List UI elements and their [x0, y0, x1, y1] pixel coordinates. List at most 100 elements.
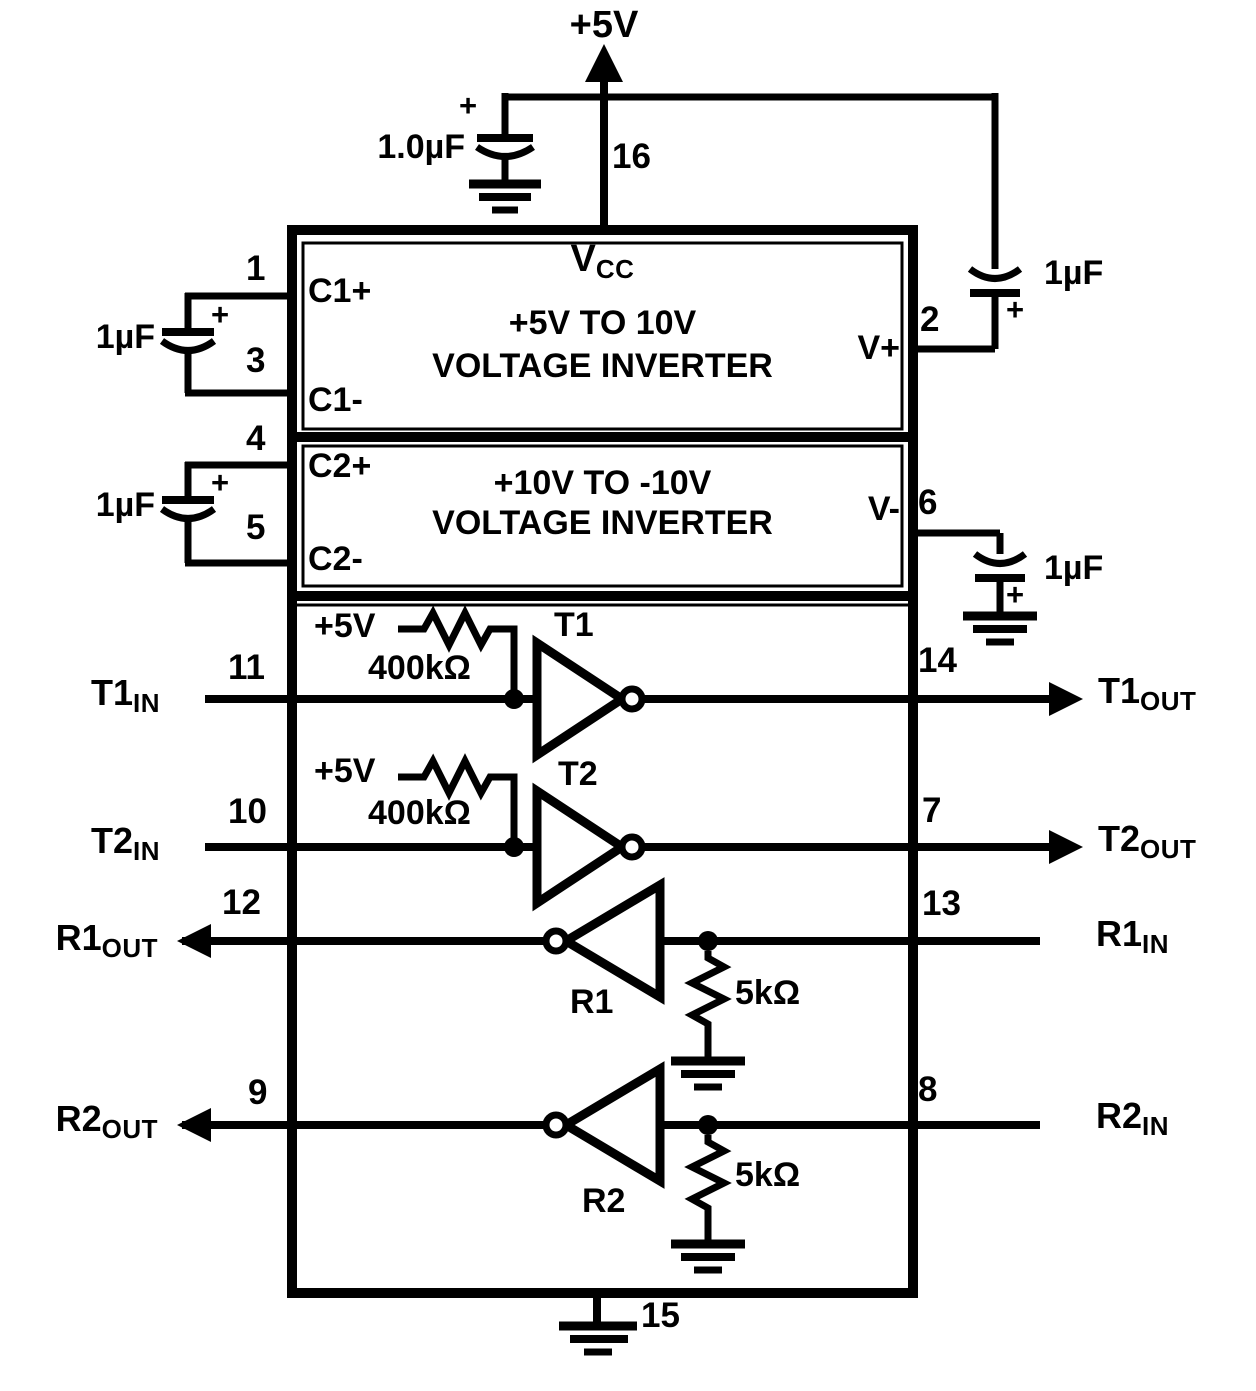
t2out-label: T2OUT — [1098, 820, 1196, 863]
r2-name: R2 — [582, 1182, 626, 1220]
t1in-sub: IN — [133, 688, 160, 718]
c2-capacitor — [159, 461, 292, 567]
r2-pulldown-resistor-icon — [684, 1135, 732, 1241]
supply-arrow-up-icon — [585, 44, 623, 82]
t1out-sub: OUT — [1140, 686, 1197, 716]
supply-rail-wires — [501, 44, 995, 232]
pin-16: 16 — [612, 137, 651, 176]
arrow-right-icon — [1049, 830, 1083, 864]
t2in-label: T2IN — [0, 822, 160, 865]
vplus-cap-polarity: + — [1006, 292, 1025, 327]
c1-cap-polarity: + — [211, 297, 230, 332]
r1out-sub: OUT — [101, 933, 158, 963]
r1-buffer-icon — [557, 877, 665, 1005]
pin-15: 15 — [641, 1296, 680, 1335]
vplus-capacitor — [913, 93, 1023, 353]
bypass-capacitor — [469, 134, 541, 214]
pin15-ground — [559, 1293, 637, 1356]
ic-pin-c1-plus: C1+ — [308, 272, 372, 310]
arrow-left-icon — [177, 1108, 211, 1142]
t2in-sub: IN — [133, 836, 160, 866]
supply-rail-label: +5V — [569, 4, 639, 46]
pin-7: 7 — [922, 791, 942, 830]
vcc-main: V — [570, 238, 596, 280]
inverter1-title-line1: +5V TO 10V — [508, 304, 697, 342]
ic-pin-c2-minus: C2- — [308, 540, 363, 578]
pin-10: 10 — [228, 792, 267, 831]
t1in-label: T1IN — [0, 674, 160, 717]
r1in-sub: IN — [1142, 929, 1170, 959]
pin-4: 4 — [246, 419, 266, 458]
t2-pullup-resistor-icon — [398, 753, 518, 847]
t2-pullup-rail-label: +5V — [314, 752, 376, 790]
r1out-main: R1 — [55, 917, 102, 958]
r1in-label: R1IN — [1096, 915, 1169, 958]
r1-name: R1 — [570, 983, 614, 1021]
t1-pullup-resistor-icon — [398, 605, 518, 699]
r2-receiver — [177, 1061, 1040, 1274]
c1-cap-value: 1µF — [95, 318, 155, 356]
r2-buffer-icon — [557, 1061, 665, 1189]
t1-driver — [205, 605, 1083, 764]
vcc-label: VCC — [302, 238, 903, 284]
t2-buffer-icon — [532, 782, 631, 912]
ic-pin-c1-minus: C1- — [308, 381, 363, 419]
t1in-main: T1 — [90, 672, 133, 713]
pin-2: 2 — [920, 300, 940, 339]
bypass-cap-polarity: + — [459, 88, 478, 123]
vminus-cap-value: 1µF — [1044, 549, 1104, 587]
r1out-label: R1OUT — [0, 919, 158, 962]
inversion-bubble — [542, 927, 570, 955]
r2out-label: R2OUT — [0, 1100, 158, 1143]
t2-driver — [205, 753, 1083, 912]
c2-cap-polarity: + — [211, 465, 230, 500]
junction-dot — [504, 837, 524, 857]
inversion-bubble — [618, 833, 646, 861]
arrow-right-icon — [1049, 682, 1083, 716]
ic-pin-v-minus: V- — [867, 490, 900, 528]
pin-8: 8 — [918, 1070, 938, 1109]
pin-13: 13 — [922, 884, 961, 923]
r1in-main: R1 — [1096, 913, 1143, 954]
vplus-cap-value: 1µF — [1044, 254, 1104, 292]
pin-12: 12 — [222, 883, 261, 922]
t1-buffer-icon — [532, 634, 631, 764]
pin-5: 5 — [246, 508, 266, 547]
junction-dot — [504, 689, 524, 709]
r2in-main: R2 — [1096, 1095, 1143, 1136]
vminus-cap-polarity: + — [1006, 577, 1025, 612]
c2-cap-value: 1µF — [95, 486, 155, 524]
r2out-sub: OUT — [101, 1114, 158, 1144]
bypass-cap-value: 1.0µF — [377, 128, 465, 166]
ic-pin-c2-plus: C2+ — [308, 447, 372, 485]
r2out-main: R2 — [55, 1098, 102, 1139]
t1out-label: T1OUT — [1098, 672, 1196, 715]
t2-pullup-value: 400kΩ — [368, 794, 471, 832]
t1-name: T1 — [554, 606, 594, 644]
t1-pullup-value: 400kΩ — [368, 649, 471, 687]
inverter2-title-line2: VOLTAGE INVERTER — [432, 504, 773, 542]
pin-1: 1 — [246, 249, 266, 288]
junction-dot — [698, 931, 718, 951]
pin-14: 14 — [918, 641, 957, 680]
junction-dot — [698, 1115, 718, 1135]
inversion-bubble — [618, 685, 646, 713]
inverter1-title-line2: VOLTAGE INVERTER — [432, 347, 773, 385]
r1-pulldown-resistor-icon — [684, 951, 732, 1058]
vminus-capacitor — [913, 529, 1037, 646]
arrow-left-icon — [177, 924, 211, 958]
c1-capacitor — [159, 292, 292, 397]
t1-pullup-rail-label: +5V — [314, 607, 376, 645]
ic-pin-v-plus: V+ — [857, 329, 900, 367]
t2-name: T2 — [558, 755, 598, 793]
inversion-bubble — [542, 1111, 570, 1139]
vcc-sub: CC — [595, 254, 635, 284]
r2in-label: R2IN — [1096, 1097, 1169, 1140]
t1out-main: T1 — [1098, 670, 1141, 711]
t2out-sub: OUT — [1140, 834, 1197, 864]
r1-pulldown-value: 5kΩ — [735, 974, 801, 1012]
pin-11: 11 — [228, 648, 265, 687]
r2-pulldown-value: 5kΩ — [735, 1156, 801, 1194]
t2out-main: T2 — [1098, 818, 1141, 859]
